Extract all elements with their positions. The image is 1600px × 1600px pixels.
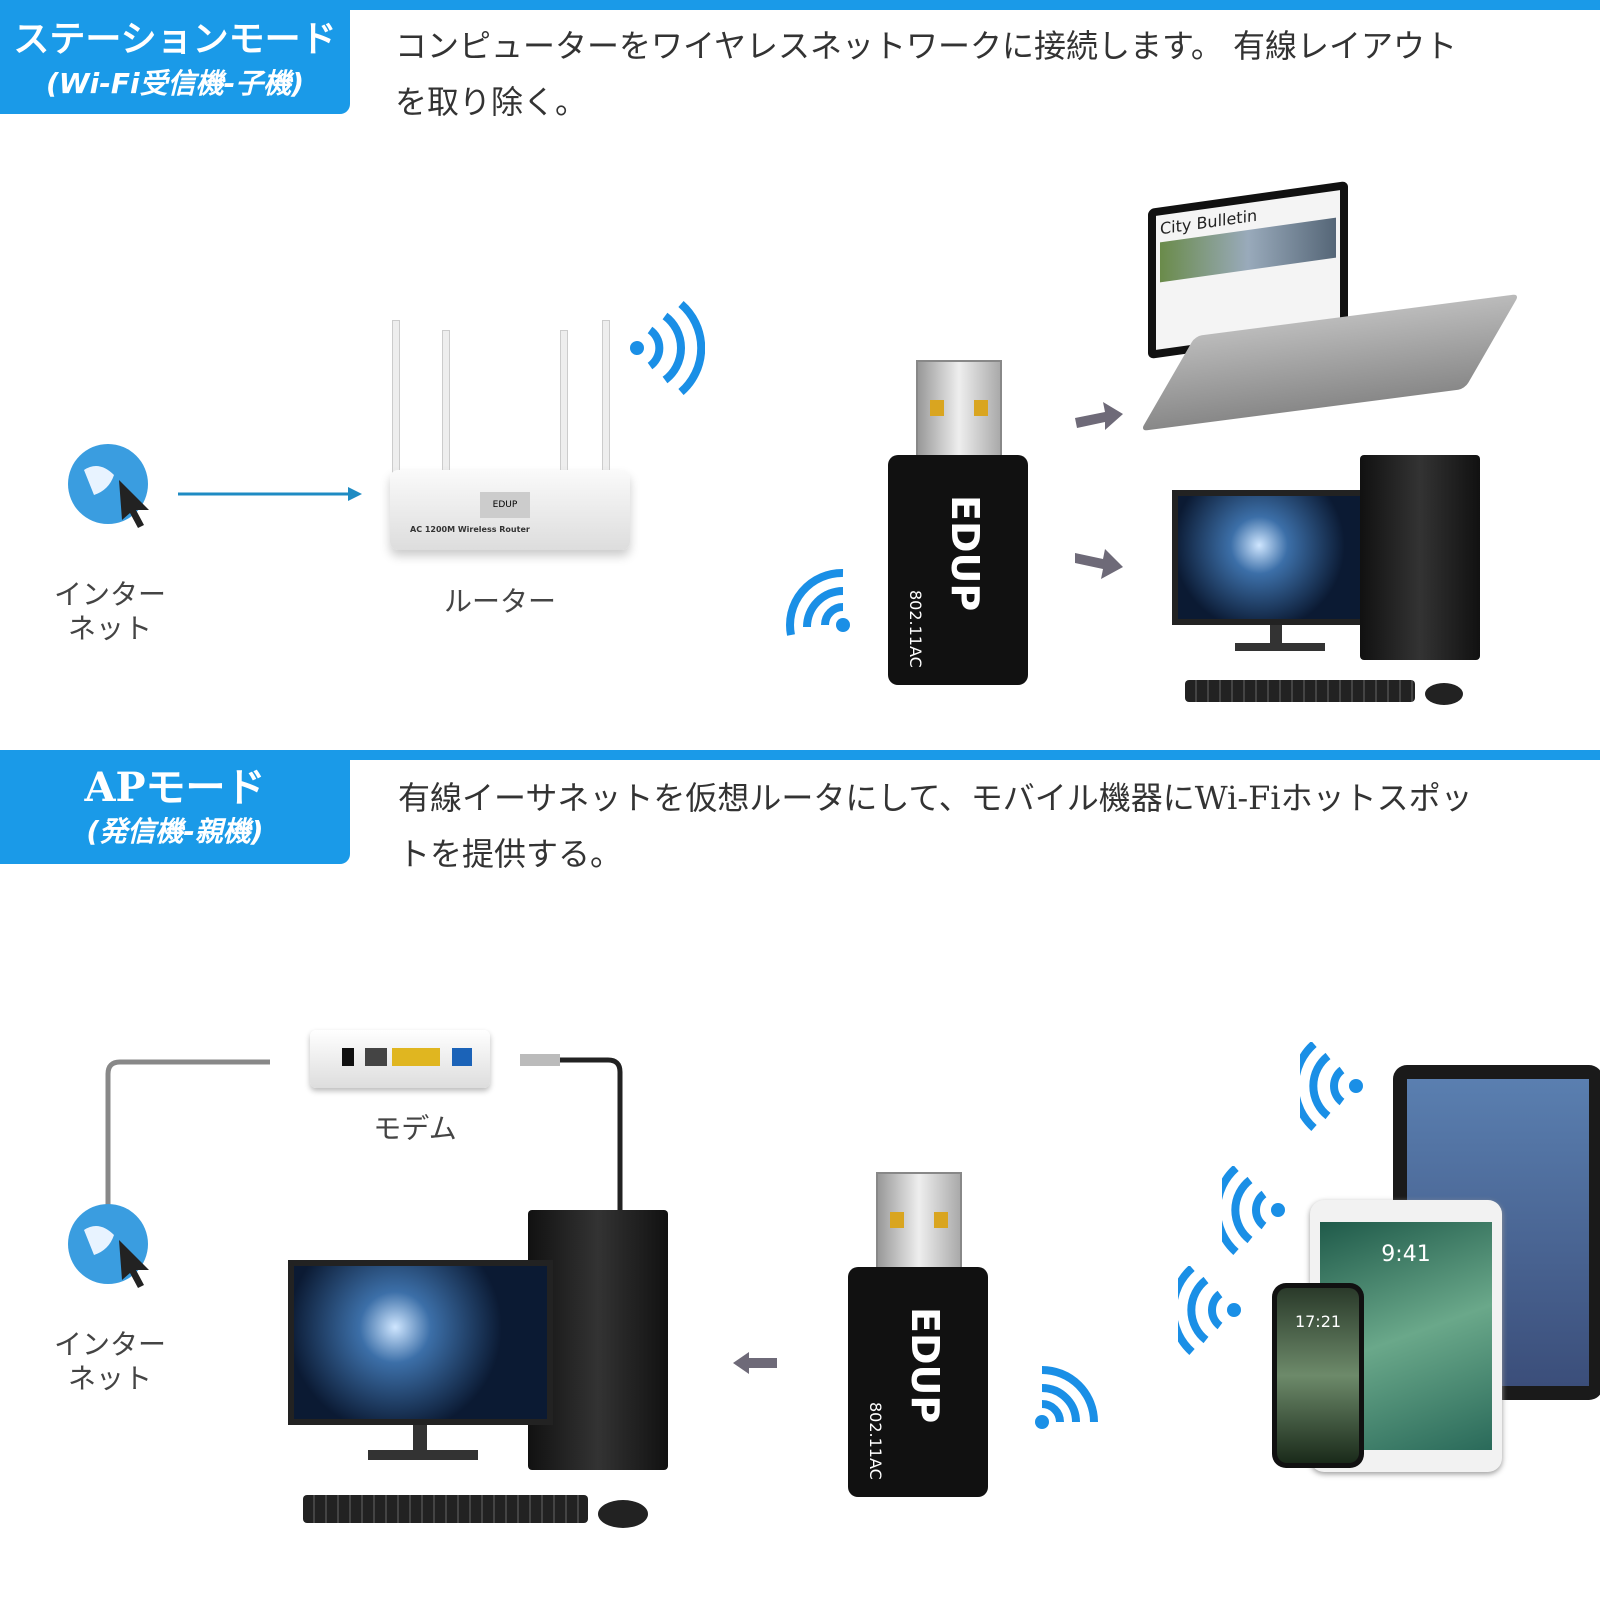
desktop-computer — [1170, 455, 1480, 715]
usb-wifi-adapter: EDUP 802.11AC — [848, 1172, 988, 1497]
internet-label: インター ネット — [53, 578, 166, 645]
modem-image — [310, 1030, 490, 1088]
router-brand: EDUP — [480, 492, 530, 518]
adapter-spec: 802.11AC — [906, 590, 925, 668]
tablet-time: 9:41 — [1381, 1242, 1431, 1267]
adapter-brand: EDUP — [903, 1307, 947, 1424]
wifi-signal-icon — [1035, 1366, 1098, 1429]
internet-label: インター ネット — [53, 1328, 166, 1395]
adapter-brand: EDUP — [943, 495, 987, 612]
section-divider-bar — [0, 750, 1600, 760]
arrow-icon — [1075, 402, 1123, 430]
adapter-spec: 802.11AC — [866, 1402, 885, 1480]
wifi-signal-icon — [1300, 1042, 1363, 1131]
ap-mode-badge: APモード (発信機-親機) — [0, 760, 350, 864]
wifi-signal-icon — [1178, 1266, 1241, 1355]
usb-wifi-adapter: EDUP 802.11AC — [888, 360, 1028, 685]
ap-mode-description: 有線イーサネットを仮想ルータにして、モバイル機器にWi-Fiホットスポットを提供… — [398, 779, 1473, 873]
router-image: EDUP AC 1200M Wireless Router — [380, 320, 650, 560]
arrow-icon — [178, 487, 362, 501]
station-mode-badge: ステーションモード (Wi-Fi受信機-子機) — [0, 10, 350, 114]
arrow-icon — [1075, 549, 1123, 579]
wifi-signal-icon — [1222, 1166, 1285, 1255]
modem-label: モデム — [373, 1112, 457, 1145]
laptop-image: City Bulletin — [1140, 180, 1520, 432]
ap-mode-subtitle: (発信機-親機) — [86, 815, 264, 848]
router-label: ルーター — [443, 585, 556, 618]
wifi-signal-icon — [786, 568, 850, 636]
phone-image: 17:21 — [1272, 1283, 1364, 1468]
desktop-computer — [288, 1210, 678, 1540]
station-mode-description: コンピューターをワイヤレスネットワークに接続します。 有線レイアウトを取り除く。 — [395, 27, 1458, 121]
ap-mode-title: APモード — [84, 764, 266, 811]
station-mode-title: ステーションモード — [13, 19, 337, 60]
globe-icon — [68, 444, 149, 528]
arrow-icon — [733, 1352, 777, 1374]
router-model: AC 1200M Wireless Router — [410, 525, 530, 534]
station-mode-subtitle: (Wi-Fi受信機-子機) — [45, 67, 305, 100]
network-cable — [105, 1054, 623, 1220]
phone-time: 17:21 — [1294, 1312, 1342, 1331]
globe-icon — [68, 1204, 149, 1288]
section-top-bar — [0, 0, 1600, 10]
wifi-signal-icon — [630, 300, 705, 395]
